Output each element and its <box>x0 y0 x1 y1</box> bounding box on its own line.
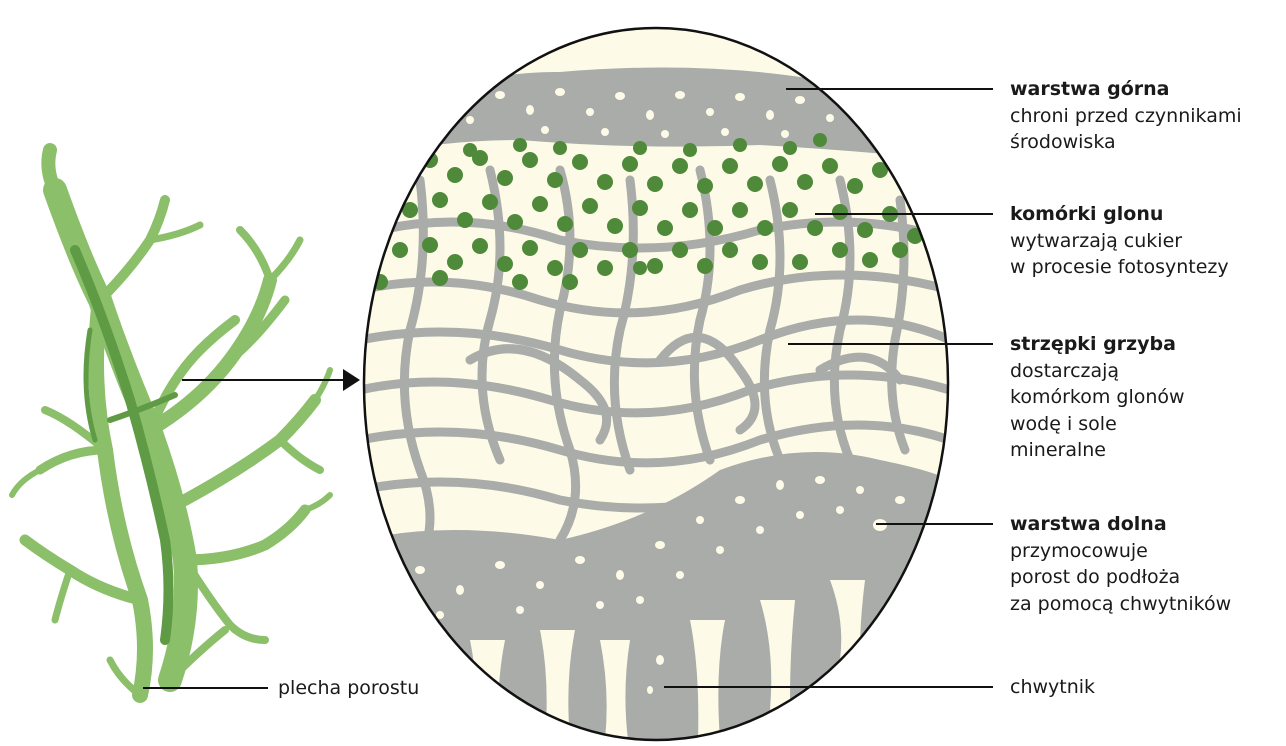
label-bottom-layer: warstwa dolna przymocowuje porost do pod… <box>1010 511 1231 617</box>
top-layer-desc-1: chroni przed czynnikami <box>1010 103 1242 130</box>
algae-cells-desc-2: w procesie fotosyntezy <box>1010 254 1229 281</box>
label-algae-cells: komórki glonu wytwarzają cukier w proces… <box>1010 201 1229 281</box>
top-layer-desc-2: środowiska <box>1010 129 1242 156</box>
fungal-hyphae-desc-1: dostarczają <box>1010 358 1185 385</box>
label-rhizine: chwytnik <box>1010 674 1095 701</box>
label-top-layer: warstwa górna chroni przed czynnikami śr… <box>1010 76 1242 156</box>
bottom-layer-desc-2: porost do podłoża <box>1010 564 1231 591</box>
bottom-layer-desc-1: przymocowuje <box>1010 538 1231 565</box>
fungal-hyphae-title: strzępki grzyba <box>1010 331 1185 358</box>
label-fungal-hyphae: strzępki grzyba dostarczają komórkom glo… <box>1010 331 1185 464</box>
bottom-layer-desc-3: za pomocą chwytników <box>1010 591 1231 618</box>
fungal-hyphae-desc-4: mineralne <box>1010 437 1185 464</box>
algae-cells-desc-1: wytwarzają cukier <box>1010 228 1229 255</box>
algae-cells-title: komórki glonu <box>1010 201 1229 228</box>
lichen-cross-section <box>360 28 950 740</box>
lichen-thallus <box>12 150 330 695</box>
bottom-layer-title: warstwa dolna <box>1010 511 1231 538</box>
fungal-hyphae-desc-3: wodę i sole <box>1010 411 1185 438</box>
label-thallus: plecha porostu <box>278 675 419 702</box>
top-layer-title: warstwa górna <box>1010 76 1242 103</box>
fungal-hyphae-desc-2: komórkom glonów <box>1010 384 1185 411</box>
